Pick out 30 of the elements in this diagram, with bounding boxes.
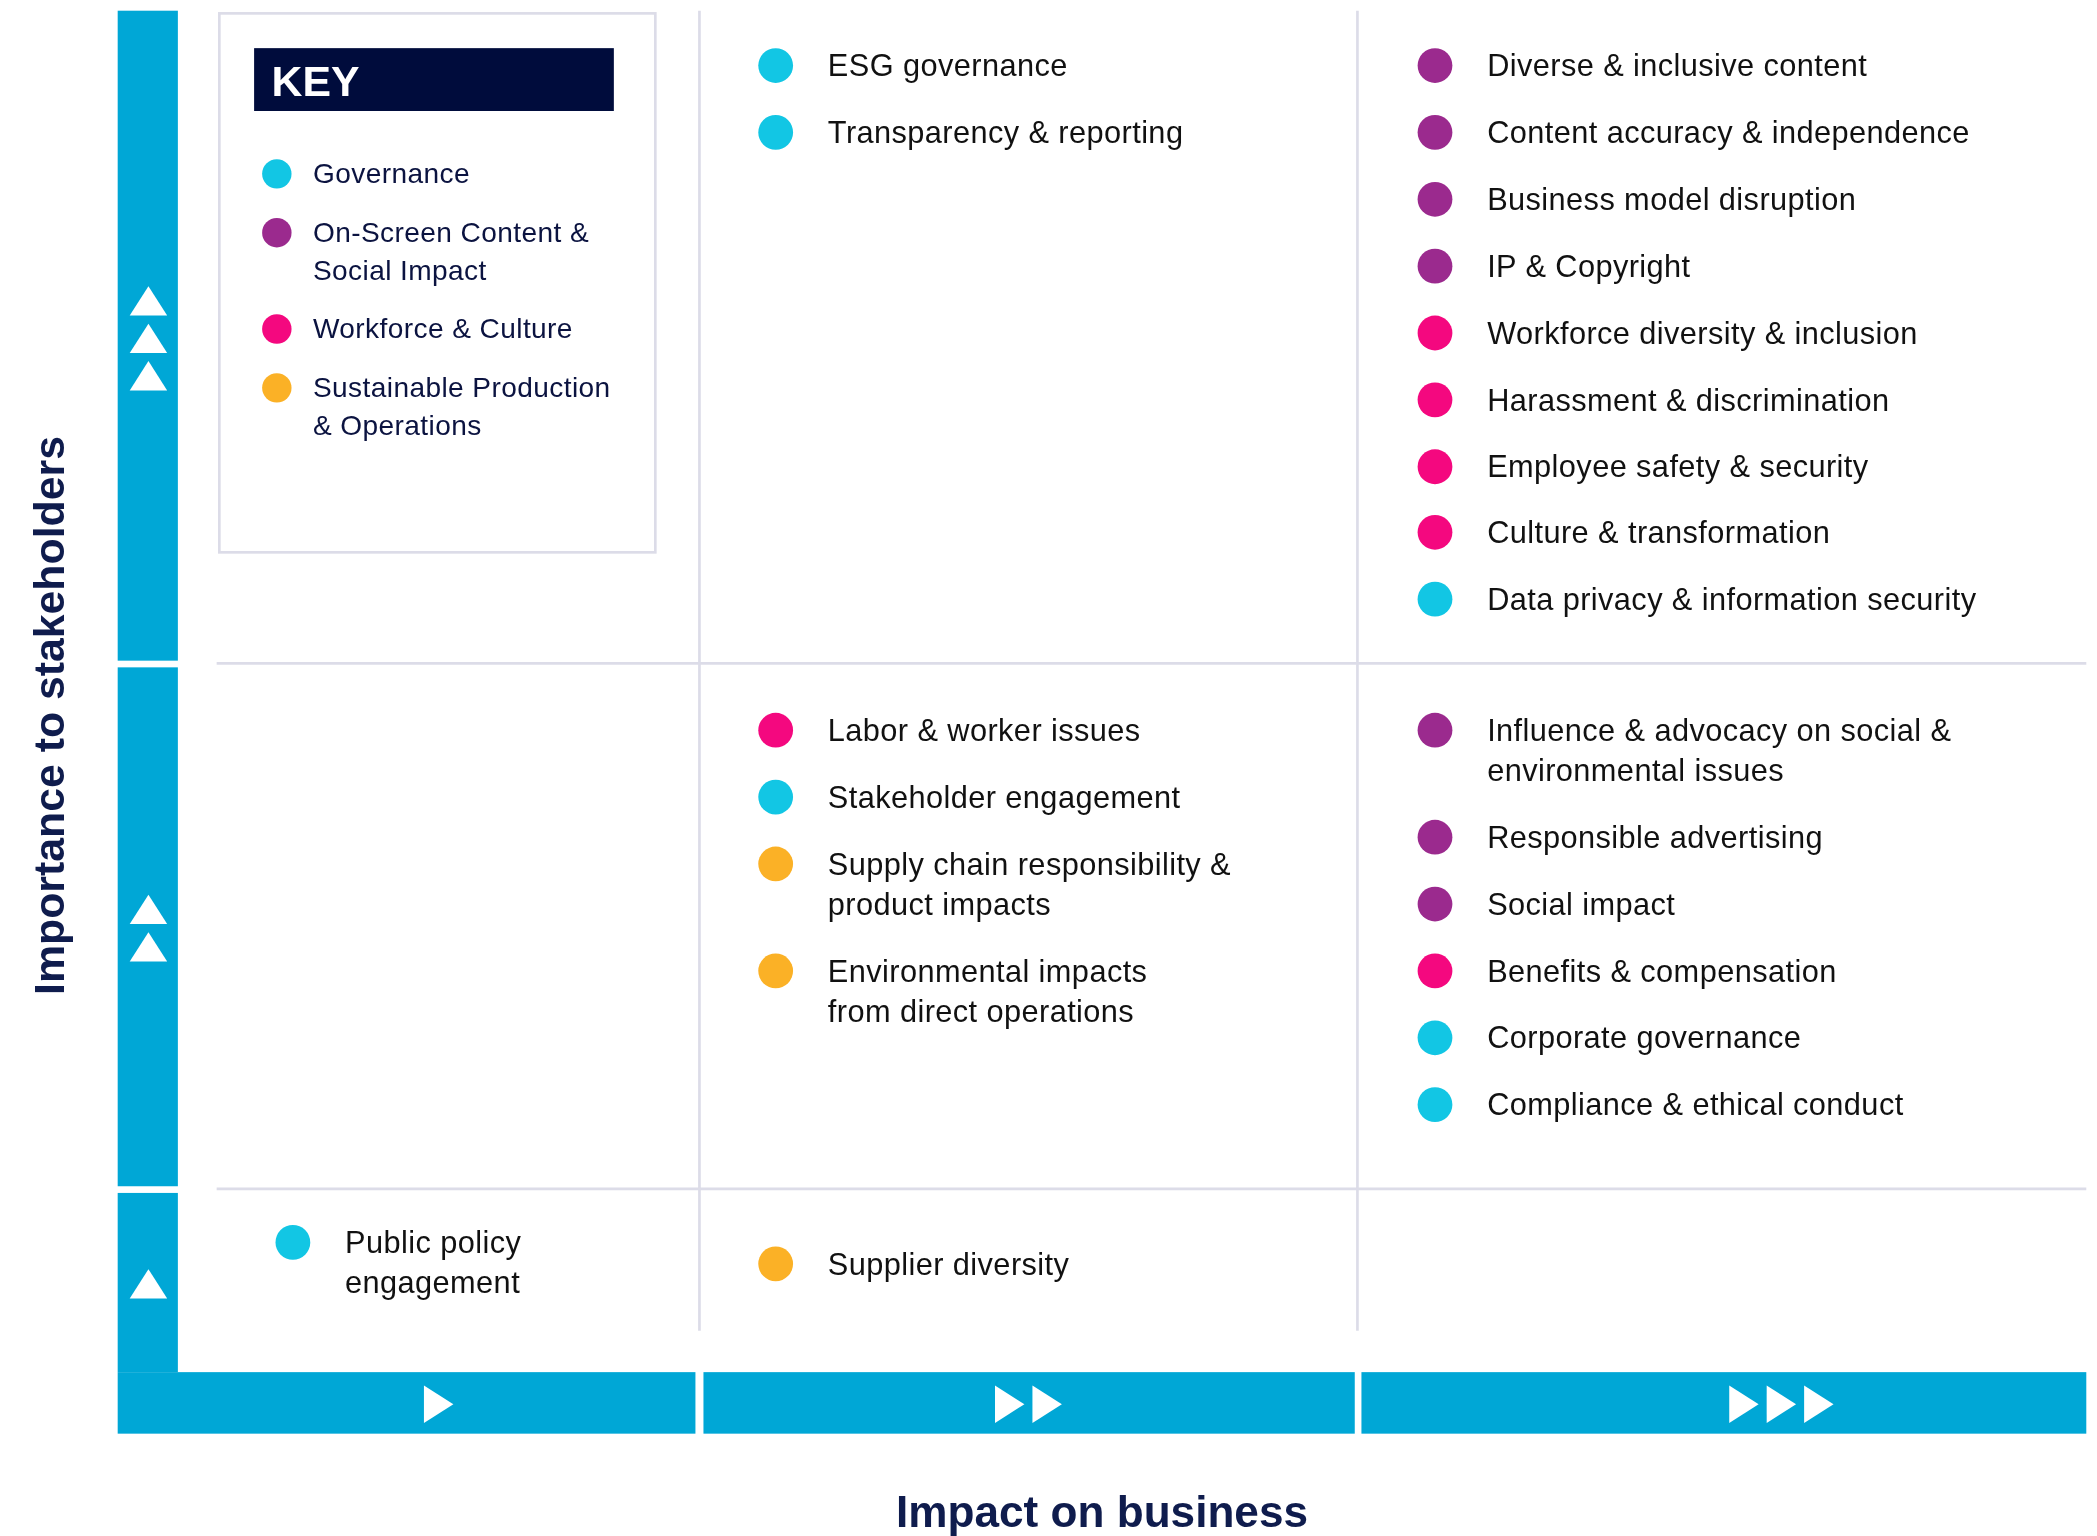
topic-label: Compliance & ethical conduct — [1487, 1086, 1905, 1125]
legend-label: On-Screen Content & Social Impact — [312, 215, 591, 288]
topic-label: Corporate governance — [1487, 1019, 1803, 1058]
topic-label: Culture & transformation — [1487, 513, 1832, 552]
legend-label: Sustainable Production & Operations — [312, 370, 612, 443]
axis-title: Impact on business — [896, 1487, 1308, 1536]
topic-label: ESG governance — [827, 47, 1069, 85]
topic-label: Employee safety & security — [1487, 448, 1870, 487]
topic-label: Transparency & reporting — [827, 114, 1185, 152]
topic-label: Labor & worker issues — [827, 711, 1142, 750]
topic-label: Content accuracy & independence — [1487, 114, 1971, 152]
legend-label: Governance — [312, 156, 471, 191]
topic-label: Business model disruption — [1487, 180, 1858, 219]
key-heading: KEY — [254, 48, 614, 111]
topic-label: IP & Copyright — [1487, 247, 1692, 286]
topic-label: Responsible advertising — [1487, 818, 1824, 857]
topic-label: Influence & advocacy on social & environmental issues — [1487, 711, 1953, 790]
topic-label: Social impact — [1487, 885, 1677, 924]
topic-label: Environmental impacts from direct operations — [827, 952, 1149, 1031]
axis-title: Importance to stakeholders — [25, 436, 74, 995]
topic-label: Supplier diversity — [827, 1245, 1071, 1284]
legend-label: Workforce & Culture — [312, 311, 574, 346]
topic-label: Harassment & discrimination — [1487, 381, 1891, 420]
topic-label: Stakeholder engagement — [827, 778, 1182, 817]
topic-label: Public policy engagement — [345, 1224, 523, 1302]
topic-label: Data privacy & information security — [1487, 580, 1978, 619]
topic-label: Diverse & inclusive content — [1487, 47, 1869, 85]
topic-label: Benefits & compensation — [1487, 952, 1838, 991]
topic-label: Workforce diversity & inclusion — [1487, 314, 1919, 353]
topic-label: Supply chain responsibility & product impacts — [827, 845, 1232, 924]
